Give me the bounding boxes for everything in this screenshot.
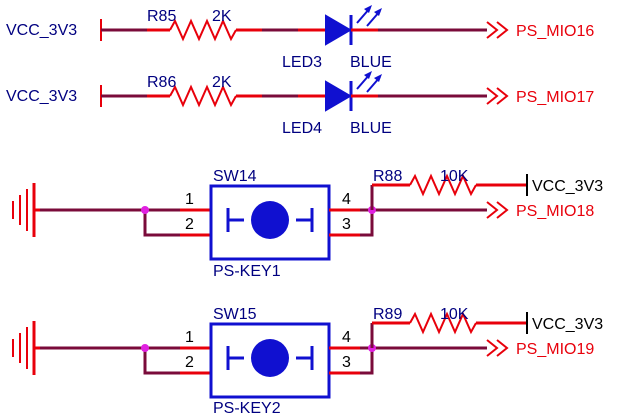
pin-number: 1 (185, 329, 194, 346)
resistor-ref: R89 (373, 306, 402, 323)
switch-name: PS-KEY1 (213, 263, 281, 280)
resistor-value: 2K (212, 8, 232, 25)
net-port-icon (486, 201, 509, 219)
power-label: VCC_3V3 (6, 88, 77, 105)
power-label: VCC_3V3 (532, 316, 603, 333)
wire (143, 348, 180, 375)
led-color: BLUE (350, 54, 392, 71)
pushbutton-icon (251, 201, 289, 239)
resistor-symbol (409, 311, 477, 335)
light-arrows-icon (356, 5, 382, 27)
net-label: PS_MIO17 (516, 89, 594, 106)
net-label: PS_MIO18 (516, 203, 594, 220)
pin-number: 1 (185, 191, 194, 208)
power-label: VCC_3V3 (532, 178, 603, 195)
switch-body (209, 322, 331, 399)
led-circuit-2: VCC_3V3 R86 2K PS_MIO17 LED4 BLUE (6, 71, 594, 137)
light-arrows-icon (356, 71, 382, 93)
pin-number: 2 (185, 354, 194, 371)
resistor-symbol (169, 18, 237, 42)
pushbutton-icon (251, 339, 289, 377)
junction-dot (141, 344, 149, 352)
resistor-symbol (409, 173, 477, 197)
resistor-ref: R85 (147, 8, 176, 25)
resistor-symbol (169, 84, 237, 108)
led-circuit-1: VCC_3V3 R85 2K PS_MIO16 LED3 BLUE (6, 5, 594, 71)
switch-circuit-2: 1 2 SW15 PS-KEY2 4 3 R89 10K VCC_3V3 PS_… (12, 306, 603, 415)
resistor-value: 2K (212, 74, 232, 91)
switch-circuit-1: 1 2 SW14 PS-KEY1 4 3 R88 10K VCC_3V3 PS_ (12, 168, 603, 280)
switch-ref: SW15 (213, 306, 257, 323)
net-port-icon (486, 87, 509, 105)
wire (143, 210, 180, 237)
wire (360, 210, 374, 237)
switch-ref: SW14 (213, 168, 257, 185)
pin-number: 3 (342, 216, 351, 233)
pin-number: 2 (185, 216, 194, 233)
resistor-value: 10K (440, 306, 469, 323)
power-label: VCC_3V3 (6, 22, 77, 39)
pin-number: 4 (342, 191, 351, 208)
switch-name: PS-KEY2 (213, 400, 281, 415)
junction-dot (141, 206, 149, 214)
led-ref: LED3 (282, 54, 322, 71)
resistor-ref: R86 (147, 74, 176, 91)
wire (360, 348, 374, 375)
net-port-icon (486, 21, 509, 39)
resistor-ref: R88 (373, 168, 402, 185)
net-label: PS_MIO16 (516, 23, 594, 40)
net-port-icon (486, 339, 509, 357)
led-ref: LED4 (282, 120, 322, 137)
led-color: BLUE (350, 120, 392, 137)
resistor-value: 10K (440, 168, 469, 185)
pin-number: 4 (342, 329, 351, 346)
pin-number: 3 (342, 354, 351, 371)
led-icon (325, 14, 352, 46)
switch-body (209, 184, 331, 261)
led-icon (325, 80, 352, 112)
ground-icon (12, 321, 36, 375)
net-label: PS_MIO19 (516, 341, 594, 358)
ground-icon (12, 183, 36, 237)
